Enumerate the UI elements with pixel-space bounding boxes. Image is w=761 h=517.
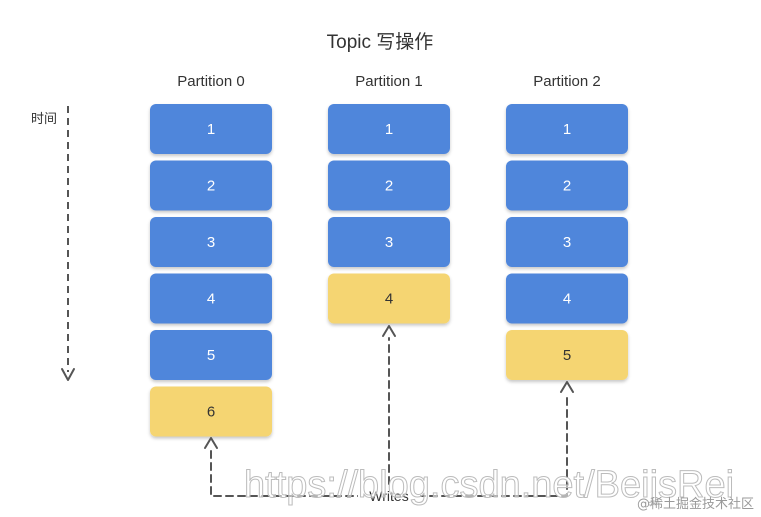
- partition-column-1: 1 2 3 4: [328, 104, 450, 324]
- record-offset-label: 6: [207, 404, 215, 421]
- record-offset-label: 5: [207, 347, 215, 364]
- record-offset-label: 4: [563, 291, 571, 308]
- partition-labels: Partition 0 Partition 1 Partition 2: [177, 73, 601, 90]
- record-box: [506, 104, 628, 154]
- record-box: [506, 273, 628, 324]
- new-write-record: 5: [506, 330, 628, 380]
- partition-label-0: Partition 0: [177, 73, 245, 90]
- record-offset-label: 3: [207, 234, 215, 251]
- record-box: [328, 104, 450, 154]
- record-box: [150, 160, 272, 211]
- arrowhead-up-icon: [382, 325, 396, 337]
- time-axis: 时间: [31, 106, 75, 381]
- record-offset-label: 2: [207, 178, 215, 195]
- arrowhead-up-icon: [204, 437, 218, 449]
- partition-records: 1 2 3 4 5 6 1 2 3 4 1 2 3 4 5: [150, 104, 628, 437]
- record-box: [150, 104, 272, 154]
- site-watermark: @稀土掘金技术社区: [637, 496, 754, 512]
- record-box: [150, 330, 272, 380]
- record-block: 2: [328, 160, 450, 211]
- diagram-title: Topic 写操作: [327, 31, 434, 53]
- record-box: [506, 160, 628, 211]
- record-offset-label: 5: [563, 347, 571, 364]
- record-box: [328, 217, 450, 267]
- record-offset-label: 4: [385, 291, 393, 308]
- partition-column-2: 1 2 3 4 5: [506, 104, 628, 380]
- record-block: 4: [150, 273, 272, 324]
- record-offset-label: 1: [563, 121, 571, 138]
- record-block: 5: [150, 330, 272, 380]
- record-offset-label: 1: [385, 121, 393, 138]
- new-write-record: 4: [328, 273, 450, 324]
- partition-column-0: 1 2 3 4 5 6: [150, 104, 272, 437]
- new-write-record-box: [328, 273, 450, 324]
- url-watermark: https://blog.csdn.net/BeijsRei: [244, 464, 734, 506]
- record-offset-label: 3: [563, 234, 571, 251]
- writes-label: Writes: [369, 488, 408, 504]
- partition-label-1: Partition 1: [355, 73, 423, 90]
- new-write-record-box: [506, 330, 628, 380]
- writes-arrowheads: [204, 325, 574, 449]
- time-axis-label: 时间: [31, 112, 57, 127]
- record-block: 1: [328, 104, 450, 154]
- record-block: 4: [506, 273, 628, 324]
- record-offset-label: 3: [385, 234, 393, 251]
- record-box: [506, 217, 628, 267]
- record-offset-label: 1: [207, 121, 215, 138]
- record-block: 1: [150, 104, 272, 154]
- writes-label-bg: [358, 485, 420, 505]
- record-offset-label: 2: [385, 178, 393, 195]
- record-block: 3: [506, 217, 628, 267]
- new-write-record: 6: [150, 386, 272, 437]
- record-box: [150, 273, 272, 324]
- record-box: [328, 160, 450, 211]
- new-write-record-box: [150, 386, 272, 437]
- record-offset-label: 2: [563, 178, 571, 195]
- arrowhead-up-icon: [560, 381, 574, 393]
- record-block: 2: [150, 160, 272, 211]
- record-block: 1: [506, 104, 628, 154]
- partition-label-2: Partition 2: [533, 73, 601, 90]
- record-block: 3: [328, 217, 450, 267]
- record-box: [150, 217, 272, 267]
- record-block: 2: [506, 160, 628, 211]
- record-offset-label: 4: [207, 291, 215, 308]
- time-axis-arrowhead-icon: [61, 368, 75, 381]
- record-block: 3: [150, 217, 272, 267]
